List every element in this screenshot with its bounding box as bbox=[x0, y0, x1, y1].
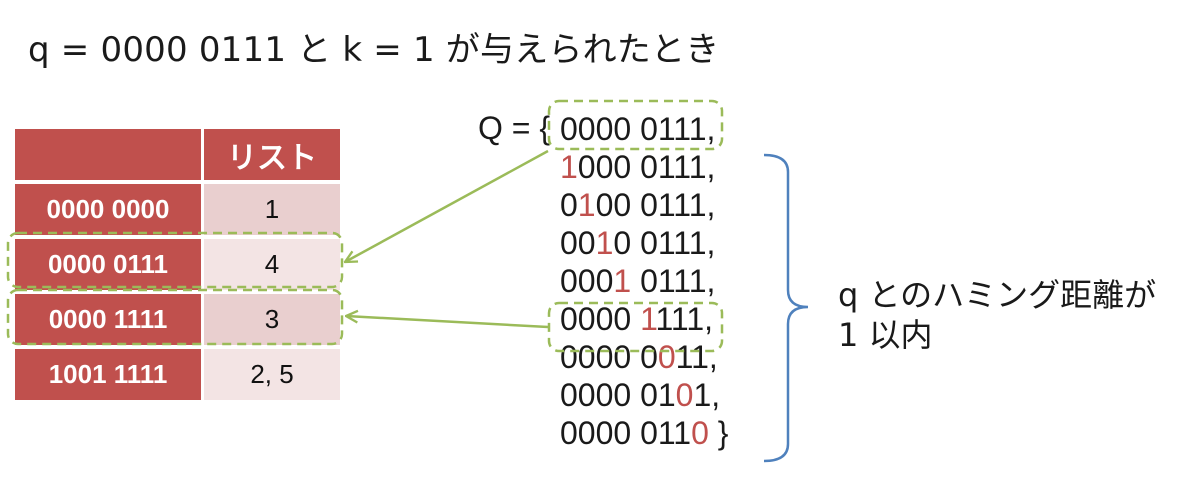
hash-table: リスト 0000 0000 1 0000 0111 4 0000 1111 3 … bbox=[15, 125, 340, 404]
query-item-post: 00 0111, bbox=[595, 187, 716, 223]
query-item-pre: 0000 bbox=[560, 301, 641, 337]
table-row-list: 4 bbox=[204, 239, 340, 290]
query-set-list: 0000 0111, 1000 0111, 0100 0111, 0010 01… bbox=[560, 110, 728, 452]
table-row-list: 3 bbox=[204, 294, 340, 345]
flipped-bit: 1 bbox=[613, 263, 632, 299]
table-row-key: 0000 1111 bbox=[15, 294, 204, 345]
highlight-box-row-1111 bbox=[6, 288, 344, 346]
query-item-pre: 0000 01 bbox=[560, 377, 676, 413]
arrow-to-row-1111 bbox=[346, 316, 549, 329]
flipped-bit: 0 bbox=[691, 415, 709, 451]
query-item-pre: 0000 0 bbox=[560, 339, 658, 375]
table-row: 0000 0000 1 bbox=[15, 184, 340, 235]
query-item: 0000 1111, bbox=[560, 300, 728, 338]
table-row-key: 0000 0111 bbox=[15, 239, 204, 290]
hamming-note: q とのハミング距離が 1 以内 bbox=[838, 275, 1156, 355]
table-row: 1001 1111 2, 5 bbox=[15, 349, 340, 400]
query-item-post: 111, bbox=[655, 301, 714, 337]
query-item-post: 000 0111, bbox=[577, 149, 716, 185]
query-item-post: 0111, bbox=[631, 263, 716, 299]
query-item-pre: 00 bbox=[560, 225, 596, 261]
table-row-key: 0000 0000 bbox=[15, 184, 204, 235]
table-header-key bbox=[15, 129, 204, 180]
table-row-key: 1001 1111 bbox=[15, 349, 204, 400]
flipped-bit: 1 bbox=[595, 225, 614, 261]
query-item: 0000 0011, bbox=[560, 338, 728, 376]
hamming-note-line2: 1 以内 bbox=[838, 316, 933, 354]
query-item: 0000 0111, bbox=[560, 110, 728, 148]
query-item-pre: 0000 011 bbox=[560, 415, 692, 451]
arrow-to-row-0111 bbox=[345, 149, 549, 262]
query-item: 0000 0101, bbox=[560, 376, 728, 414]
query-item-post: } bbox=[708, 415, 729, 451]
flipped-bit: 1 bbox=[640, 301, 656, 337]
highlight-box-row-0111 bbox=[6, 231, 344, 289]
table-row-list: 2, 5 bbox=[204, 349, 340, 400]
query-item: 0000 0110 } bbox=[560, 414, 728, 452]
query-item-post: 11, bbox=[675, 339, 718, 375]
table-header-list: リスト bbox=[204, 129, 340, 180]
flipped-bit: 1 bbox=[577, 187, 596, 223]
query-item-pre: 000 bbox=[560, 263, 614, 299]
page-title: q = 0000 0111 と k = 1 が与えられたとき bbox=[28, 30, 720, 70]
highlight-box-query-5 bbox=[547, 301, 724, 353]
query-item-post: 0000 0111, bbox=[560, 111, 716, 147]
table-row: 0000 1111 3 bbox=[15, 294, 340, 345]
flipped-bit: 0 bbox=[657, 339, 676, 375]
flipped-bit: 0 bbox=[675, 377, 694, 413]
query-item-post: 1, bbox=[693, 377, 721, 413]
query-item: 0100 0111, bbox=[560, 186, 728, 224]
flipped-bit: 1 bbox=[560, 149, 578, 185]
table-header-row: リスト bbox=[15, 129, 340, 180]
query-set-label: Q = { bbox=[478, 110, 551, 146]
right-brace bbox=[763, 153, 809, 463]
query-item: 0001 0111, bbox=[560, 262, 728, 300]
query-item-pre: 0 bbox=[560, 187, 578, 223]
hamming-note-line1: q とのハミング距離が bbox=[838, 276, 1157, 314]
query-item: 1000 0111, bbox=[560, 148, 728, 186]
table-row: 0000 0111 4 bbox=[15, 239, 340, 290]
highlight-box-query-0 bbox=[547, 99, 724, 151]
query-item: 0010 0111, bbox=[560, 224, 728, 262]
table-row-list: 1 bbox=[204, 184, 340, 235]
query-item-post: 0 0111, bbox=[613, 225, 716, 261]
